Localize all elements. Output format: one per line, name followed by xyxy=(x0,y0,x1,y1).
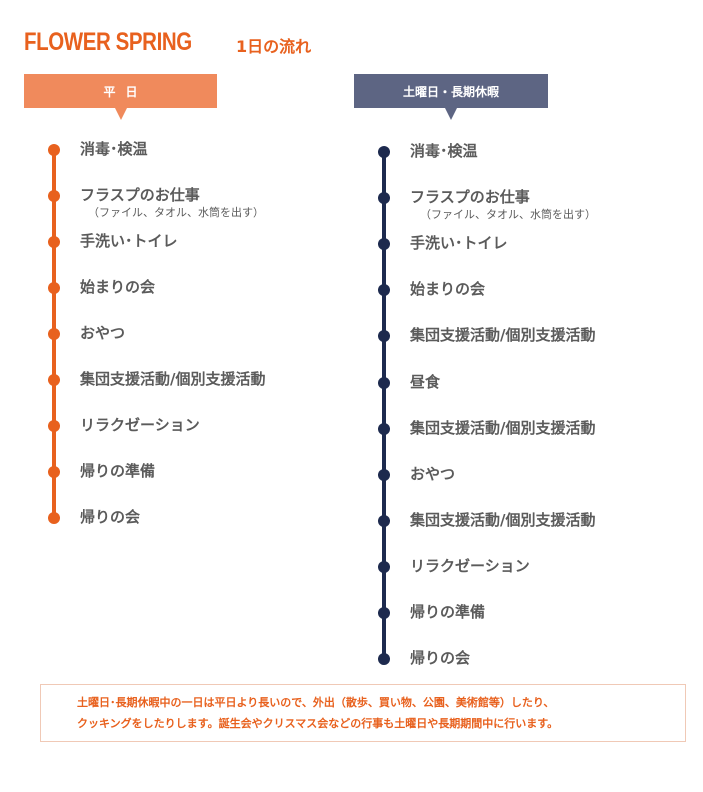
timeline-dot xyxy=(378,330,390,343)
timeline-item-label: 始まりの会 xyxy=(410,280,486,299)
timeline-dot xyxy=(48,420,60,432)
timeline-item-label: 帰りの会 xyxy=(410,649,471,668)
timeline-item-label: フラスプのお仕事 xyxy=(80,186,200,204)
timeline-dot xyxy=(48,466,60,478)
timeline-item-label: 手洗い･トイレ xyxy=(410,234,508,253)
timeline-dot xyxy=(378,376,390,389)
timeline-dot xyxy=(48,190,60,202)
timeline-dot xyxy=(48,282,60,294)
timeline-item-label: 昼食 xyxy=(410,372,441,391)
timeline-dot xyxy=(48,236,60,248)
timeline-dot xyxy=(48,512,60,524)
timeline-dot xyxy=(378,560,390,573)
timeline-dot xyxy=(378,284,390,297)
timeline-item-label: 消毒･検温 xyxy=(80,140,148,158)
timeline-dot xyxy=(378,422,390,435)
timeline-dot xyxy=(48,144,60,156)
timeline-dot xyxy=(378,146,390,158)
timeline-item-label: リラクゼーション xyxy=(410,556,530,575)
timeline-item-label: フラスプのお仕事 xyxy=(410,188,530,207)
note-line-1: 土曜日･長期休暇中の一日は平日より長いので、外出（散歩、買い物、公園、美術館等）… xyxy=(77,696,555,709)
note-line-2: クッキングをしたりします。誕生会やクリスマス会などの行事も土曜日や長期期間中に行… xyxy=(77,717,559,730)
holiday-header: 土曜日・長期休暇 xyxy=(354,74,548,120)
info-note: 土曜日･長期休暇中の一日は平日より長いので、外出（散歩、買い物、公園、美術館等）… xyxy=(40,684,686,742)
timeline-item-label: おやつ xyxy=(80,324,126,342)
page-subtitle: 1日の流れ xyxy=(236,37,312,56)
timeline-item-label: 集団支援活動/個別支援活動 xyxy=(410,326,596,345)
timeline-item-label: 始まりの会 xyxy=(80,278,156,296)
page-title: FLOWER SPRING xyxy=(24,28,192,56)
timeline-dot xyxy=(378,653,390,666)
timeline-item-label: 帰りの会 xyxy=(80,508,141,526)
timeline-item-label: 消毒･検温 xyxy=(410,142,478,160)
timeline-item-label: おやつ xyxy=(410,464,456,483)
timeline-item-label: リラクゼーション xyxy=(80,416,200,434)
timeline-dot xyxy=(378,468,390,481)
timeline-item-label: 集団支援活動/個別支援活動 xyxy=(410,510,596,529)
weekday-header: 平日 xyxy=(24,74,217,120)
timeline-item-label: 手洗い･トイレ xyxy=(80,232,178,250)
timeline-item-label: 集団支援活動/個別支援活動 xyxy=(410,418,596,437)
holiday-timeline-line xyxy=(382,150,386,658)
timeline-dot xyxy=(378,238,390,251)
timeline-item-label: 集団支援活動/個別支援活動 xyxy=(80,370,266,388)
timeline-dot xyxy=(378,514,390,527)
timeline-item-sublabel: （ファイル、タオル、水筒を出す） xyxy=(88,206,264,219)
timeline-item-label: 帰りの準備 xyxy=(410,603,486,621)
timeline-dot xyxy=(378,607,390,619)
timeline-dot xyxy=(48,328,60,340)
timeline-dot xyxy=(48,374,60,386)
timeline-item-sublabel: （ファイル、タオル、水筒を出す） xyxy=(420,208,596,222)
timeline-dot xyxy=(378,192,390,205)
timeline-item-label: 帰りの準備 xyxy=(80,462,156,480)
